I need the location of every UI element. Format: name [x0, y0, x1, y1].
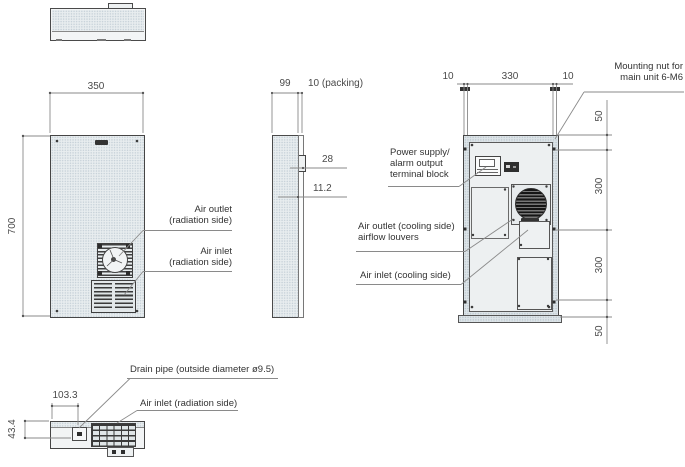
back-edge-left-dim: 10 [442, 71, 454, 82]
back-fan-grille [515, 188, 547, 220]
top-view-foot [97, 39, 106, 41]
front-air-inlet-label: Air inlet (radiation side) [169, 246, 232, 268]
power-terminal-line2: alarm output [390, 158, 443, 169]
back-air-inlet-panel [519, 221, 550, 249]
terminal-block [475, 156, 501, 176]
front-height-dim: 700 [7, 217, 18, 235]
front-height-dim-lines [22, 135, 50, 317]
switch-mark [506, 165, 510, 168]
front-air-outlet-label: Air outlet (radiation side) [169, 204, 232, 226]
terminal-block-row [477, 172, 498, 173]
power-terminal-line3: terminal block [390, 169, 449, 180]
back-upper-span-dim: 300 [594, 177, 605, 195]
rating-label-switch [504, 162, 519, 172]
mounting-nut-label: Mounting nut for main unit 6-M6 [614, 61, 683, 83]
drain-pipe-label: Drain pipe (outside diameter ø9.5) [130, 364, 275, 375]
front-fan-grille-corner [126, 244, 130, 248]
front-width-dim: 350 [87, 81, 105, 92]
back-right-dim-chain [556, 100, 612, 344]
back-top-dim-lines [457, 83, 573, 135]
front-width-dim-lines [49, 92, 144, 133]
back-lower-service-panel [517, 257, 552, 310]
terminal-block-connector [479, 159, 495, 167]
cooling-air-outlet-label: Air outlet (cooling side) airflow louver… [358, 221, 455, 243]
side-view-terminal-cover [299, 155, 306, 172]
back-rail-cap [460, 87, 470, 91]
back-edge-right-dim: 10 [562, 71, 574, 82]
back-bottom-offset-dim: 50 [594, 325, 605, 337]
drain-pipe-hole [77, 432, 82, 436]
side-view-packing-sheet [298, 135, 304, 318]
front-fan-grille-corner [98, 244, 102, 248]
power-terminal-line1: Power supply/ [390, 147, 450, 158]
louver-column [94, 283, 112, 310]
bottom-drain-y-dim: 43.4 [7, 419, 18, 439]
side-depth-dim: 99 [279, 78, 291, 89]
back-bottom-rail [458, 315, 562, 323]
top-view-foot [56, 39, 62, 41]
bottom-view-tab [107, 447, 134, 457]
cooling-air-outlet-line2: airflow louvers [358, 232, 419, 243]
side-louver-protrusion-dim: 11.2 [313, 183, 332, 194]
side-packing-dim: 10 (packing) [308, 78, 364, 89]
back-rail-cap [550, 87, 560, 91]
front-inlet-louver [91, 280, 136, 313]
front-air-outlet-line2: (radiation side) [169, 215, 232, 226]
side-terminal-protrusion-dim: 28 [322, 154, 334, 165]
front-fan-grille-corner [98, 271, 102, 275]
top-view-foot [124, 39, 131, 41]
back-top-offset-dim: 50 [594, 110, 605, 122]
cooling-air-outlet-line1: Air outlet (cooling side) [358, 221, 455, 232]
back-span-dim: 330 [501, 71, 519, 82]
side-view-body [272, 135, 300, 318]
back-lower-span-dim: 300 [594, 256, 605, 274]
tab-foot [121, 450, 125, 454]
front-air-outlet-line1: Air outlet [194, 204, 233, 215]
front-fan-hub [111, 257, 116, 262]
mounting-nut-line2: main unit 6-M6 [620, 72, 683, 83]
back-fan-louver-bar [521, 218, 539, 223]
cooling-air-inlet-label: Air inlet (cooling side) [360, 270, 451, 281]
bottom-inlet-grille [91, 423, 136, 447]
terminal-block-row [477, 169, 498, 170]
front-fan-grille-corner [126, 271, 130, 275]
brand-logo [95, 140, 108, 145]
bottom-drain-x-dim: 103.3 [52, 390, 78, 401]
power-terminal-label: Power supply/ alarm output terminal bloc… [390, 147, 450, 180]
front-air-inlet-line2: (radiation side) [169, 257, 232, 268]
back-left-subpanel [471, 187, 509, 239]
drain-pipe [72, 427, 87, 441]
top-view-front-band [52, 31, 144, 40]
switch-mark [513, 166, 516, 168]
bottom-air-inlet-label: Air inlet (radiation side) [140, 398, 238, 409]
tab-foot [112, 450, 116, 454]
mounting-nut-line1: Mounting nut for [614, 61, 683, 72]
top-view-body [50, 8, 146, 41]
front-fan-opening [102, 247, 128, 273]
louver-column [115, 283, 133, 310]
front-air-inlet-line1: Air inlet [200, 246, 232, 257]
top-view-panel [52, 10, 144, 31]
